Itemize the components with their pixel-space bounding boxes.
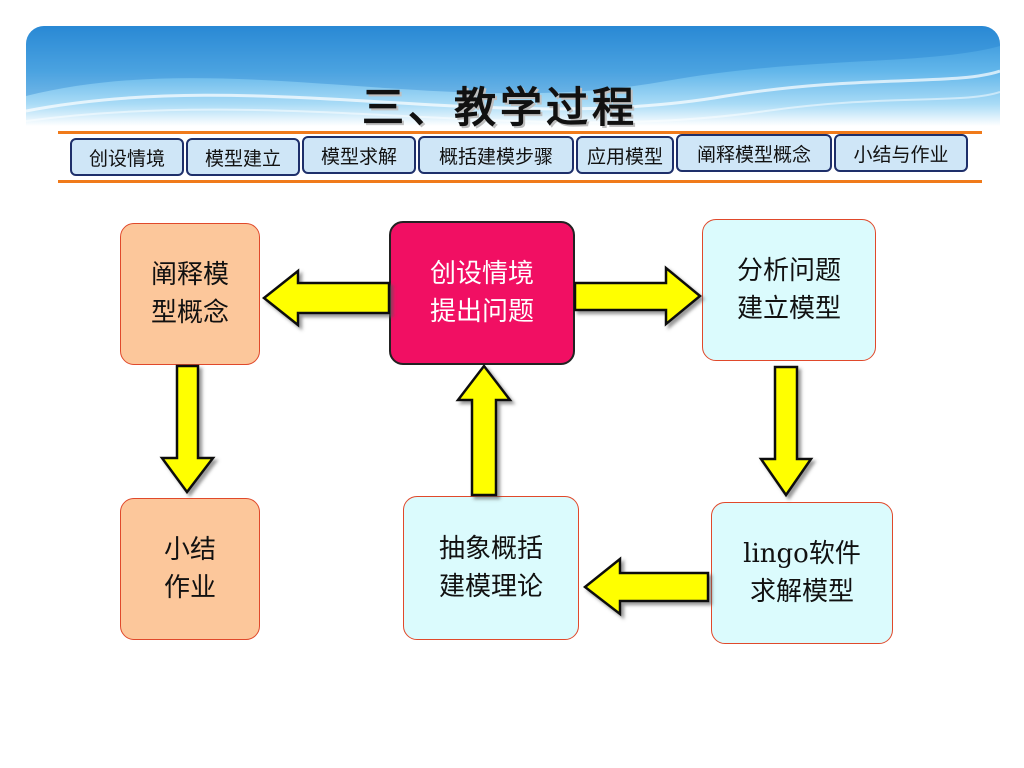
bottom-divider [58, 180, 982, 183]
arrow-right [573, 265, 702, 327]
arrow-left [261, 268, 391, 328]
top-divider [58, 131, 982, 134]
node-abstract-theory: 抽象概括建模理论 [403, 496, 579, 640]
tab-summarize-steps[interactable]: 概括建模步骤 [418, 136, 574, 174]
node-text: 创设情境 [429, 259, 534, 289]
tab-interpret-concept[interactable]: 阐释模型概念 [676, 134, 832, 172]
node-summary-homework: 小结作业 [120, 498, 260, 640]
node-text: 阐释模 [150, 260, 229, 290]
wave-decoration [26, 26, 1000, 124]
node-text: lingo软件 [743, 539, 861, 569]
tab-build-model[interactable]: 模型建立 [186, 138, 300, 176]
tab-apply-model[interactable]: 应用模型 [576, 136, 674, 174]
node-create-scenario: 创设情境提出问题 [389, 221, 575, 365]
tab-summary-homework[interactable]: 小结与作业 [834, 134, 968, 172]
node-text: 抽象概括 [438, 534, 543, 564]
arrow-up-center [455, 363, 513, 497]
node-text: 分析问题 [736, 256, 841, 286]
node-text: 建立模型 [736, 294, 841, 324]
page-title: 三、教学过程 [361, 83, 638, 132]
tab-create-scenario[interactable]: 创设情境 [70, 138, 184, 176]
tab-solve-model[interactable]: 模型求解 [302, 136, 416, 174]
node-text: 求解模型 [749, 577, 854, 607]
node-interpret-concept: 阐释模型概念 [120, 223, 260, 365]
arrow-down-right [758, 365, 814, 498]
arrow-down-left [159, 364, 216, 495]
node-lingo-solve: lingo软件求解模型 [711, 502, 893, 644]
node-text: 建模理论 [438, 572, 543, 602]
node-text: 小结 [163, 535, 216, 565]
header-banner [26, 26, 1000, 126]
node-text: 型概念 [150, 298, 229, 328]
arrow-left-bottom [582, 556, 710, 617]
node-analyze-problem: 分析问题建立模型 [702, 219, 876, 361]
node-text: 作业 [163, 573, 216, 603]
node-text: 提出问题 [429, 297, 534, 327]
